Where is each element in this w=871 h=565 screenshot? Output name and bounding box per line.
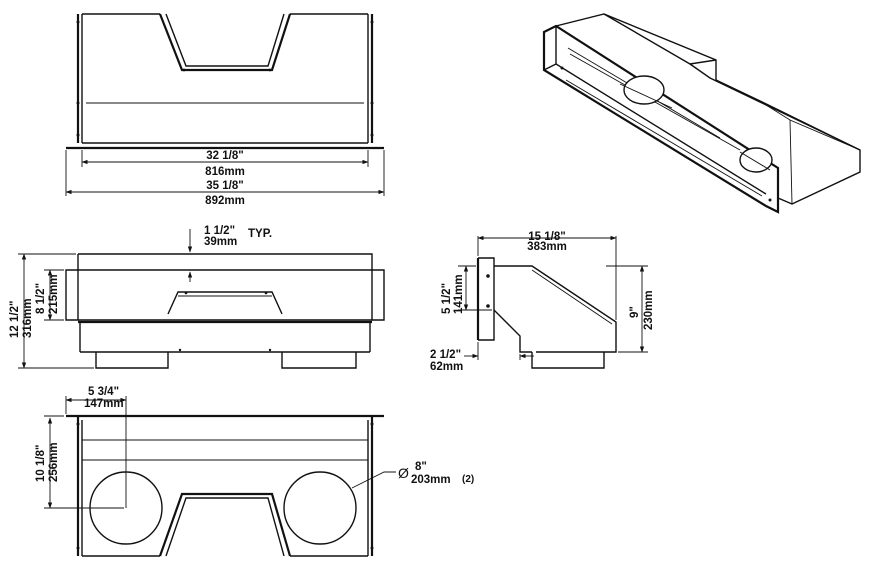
offset-imperial: 2 1/2"	[430, 349, 461, 361]
outer-width-metric: 892mm	[205, 195, 245, 207]
collar-diameter-imperial: 8"	[415, 461, 427, 473]
outer-width-imperial: 35 1/8"	[206, 180, 243, 192]
overall-height-metric: 230mm	[643, 290, 655, 330]
rivet-dots	[76, 20, 374, 137]
opening-height-imperial: 8 1/2"	[35, 283, 47, 314]
collar-offset-y-metric: 256mm	[48, 442, 60, 482]
upper-height-metric: 141mm	[453, 274, 465, 314]
profile-view	[458, 235, 648, 369]
flange-dimension-imperial: 1 1/2"	[204, 225, 235, 237]
collar-offset-x-metric: 147mm	[84, 398, 124, 410]
depth-metric: 383mm	[527, 241, 567, 253]
diameter-symbol: Ø	[398, 465, 409, 481]
upper-height-imperial: 5 1/2"	[441, 283, 453, 314]
overall-height-imperial: 9"	[629, 306, 641, 318]
offset-metric: 62mm	[430, 361, 463, 373]
collar-offset-y-imperial: 10 1/8"	[35, 445, 47, 482]
flange-typ-note: TYP.	[248, 228, 272, 240]
inner-width-imperial: 32 1/8"	[206, 150, 243, 162]
opening-height-metric: 215mm	[48, 274, 60, 314]
collar-diameter-metric: 203mm	[411, 474, 451, 486]
collar-offset-x-imperial: 5 3/4"	[88, 386, 119, 398]
total-height-imperial: 12 1/2"	[9, 301, 21, 338]
inner-width-metric: 816mm	[205, 166, 245, 178]
total-height-metric: 316mm	[22, 298, 34, 338]
flange-dimension-metric: 39mm	[204, 236, 237, 248]
isometric-view	[542, 13, 861, 214]
right-collar	[283, 471, 357, 545]
collar-quantity: (2)	[462, 474, 474, 485]
side-elevation	[18, 229, 385, 369]
front-view	[65, 13, 385, 196]
bottom-view	[44, 396, 396, 557]
depth-imperial: 15 1/8"	[528, 231, 565, 243]
